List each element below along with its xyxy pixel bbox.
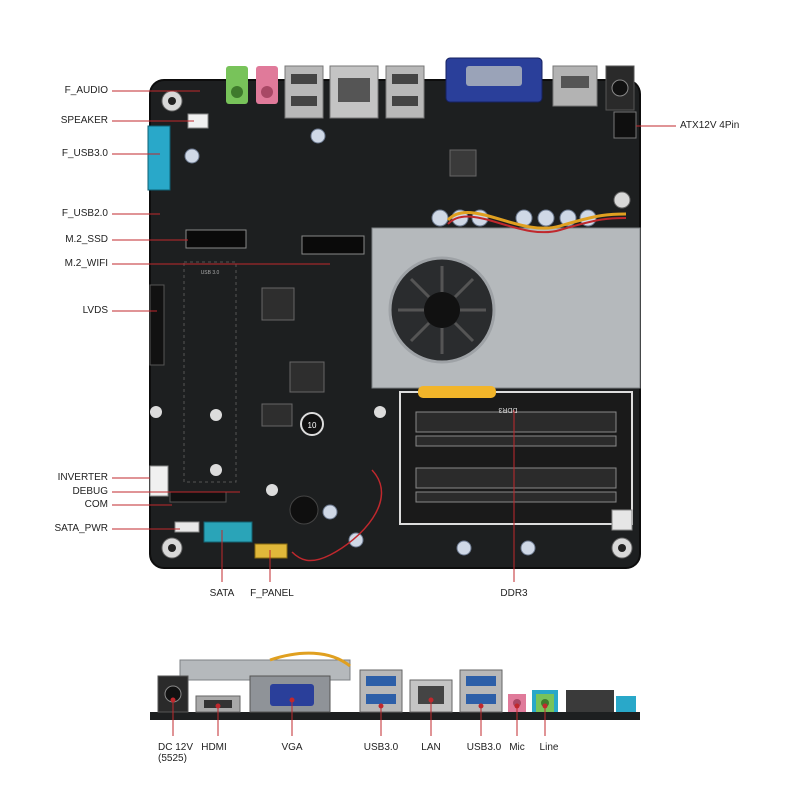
label-usb3-left: USB3.0 <box>363 742 399 753</box>
chip <box>449 149 477 177</box>
label-f-usb3: F_USB3.0 <box>61 148 108 159</box>
usb-header-silkscreen: USB 3.0 <box>201 270 220 276</box>
label-atx12v: ATX12V 4Pin <box>680 120 740 131</box>
atx-connector <box>613 111 637 139</box>
label-sata: SATA <box>209 588 235 599</box>
label-hdmi: HDMI <box>201 742 227 753</box>
label-mic: Mic <box>509 742 525 753</box>
chip-marking: 10 <box>308 421 317 430</box>
label-dc-5525: (5525) <box>158 753 187 764</box>
label-inverter: INVERTER <box>57 472 108 483</box>
usb-port-stack <box>284 65 324 119</box>
label-debug: DEBUG <box>72 486 108 497</box>
label-f-usb2: F_USB2.0 <box>61 208 108 219</box>
board-top-view: USB 3.0 10 <box>147 57 641 569</box>
chip <box>261 287 295 321</box>
m2-outline <box>183 261 237 483</box>
io-panel-side-view <box>150 651 640 720</box>
mounting-hole <box>613 191 631 209</box>
label-usb3-right: USB3.0 <box>466 742 502 753</box>
label-f-panel: F_PANEL <box>250 588 294 599</box>
label-speaker: SPEAKER <box>60 115 108 126</box>
audio-jack-green <box>226 66 248 104</box>
com-header <box>169 491 227 503</box>
lvds-header <box>149 284 165 366</box>
usb3-header <box>147 125 171 191</box>
ram-silkscreen: DDR3 <box>498 406 517 413</box>
cyan-header-side <box>616 696 636 712</box>
label-lvds: LVDS <box>82 305 108 316</box>
chip <box>261 403 293 427</box>
qr-code <box>611 509 633 531</box>
label-line: Line <box>539 742 559 753</box>
label-m2-wifi: M.2_WIFI <box>64 258 108 269</box>
leader-lines <box>112 90 676 582</box>
pcb-edge <box>150 712 640 720</box>
fan-cable <box>269 651 351 668</box>
chip <box>289 361 325 393</box>
label-lan: LAN <box>421 742 441 753</box>
label-sata-pwr: SATA_PWR <box>54 523 108 534</box>
audio-jack-pink <box>256 66 278 104</box>
label-f-audio: F_AUDIO <box>64 85 108 96</box>
label-ddr3: DDR3 <box>500 588 528 599</box>
io-leader-dots <box>170 697 548 709</box>
m2-ssd-slot <box>185 229 247 249</box>
sata-port <box>203 521 253 543</box>
fan-blades <box>398 266 486 354</box>
label-m2-ssd: M.2_SSD <box>65 234 108 245</box>
ram-latch <box>418 386 496 398</box>
sata-power-header <box>174 521 200 533</box>
label-dc-12v: DC 12V <box>158 742 194 753</box>
standoffs <box>150 406 386 496</box>
label-vga: VGA <box>281 742 303 753</box>
inverter-header <box>149 465 169 497</box>
label-com: COM <box>84 499 108 510</box>
fan-cable <box>446 211 627 230</box>
wire <box>291 469 383 562</box>
buzzer <box>289 495 319 525</box>
m2-wifi-slot <box>301 235 365 255</box>
io-leader-lines <box>172 700 546 736</box>
pin-headers-side <box>566 690 614 712</box>
usb-port-stack <box>385 65 425 119</box>
bios-battery <box>300 412 324 436</box>
front-panel-header <box>254 543 288 559</box>
